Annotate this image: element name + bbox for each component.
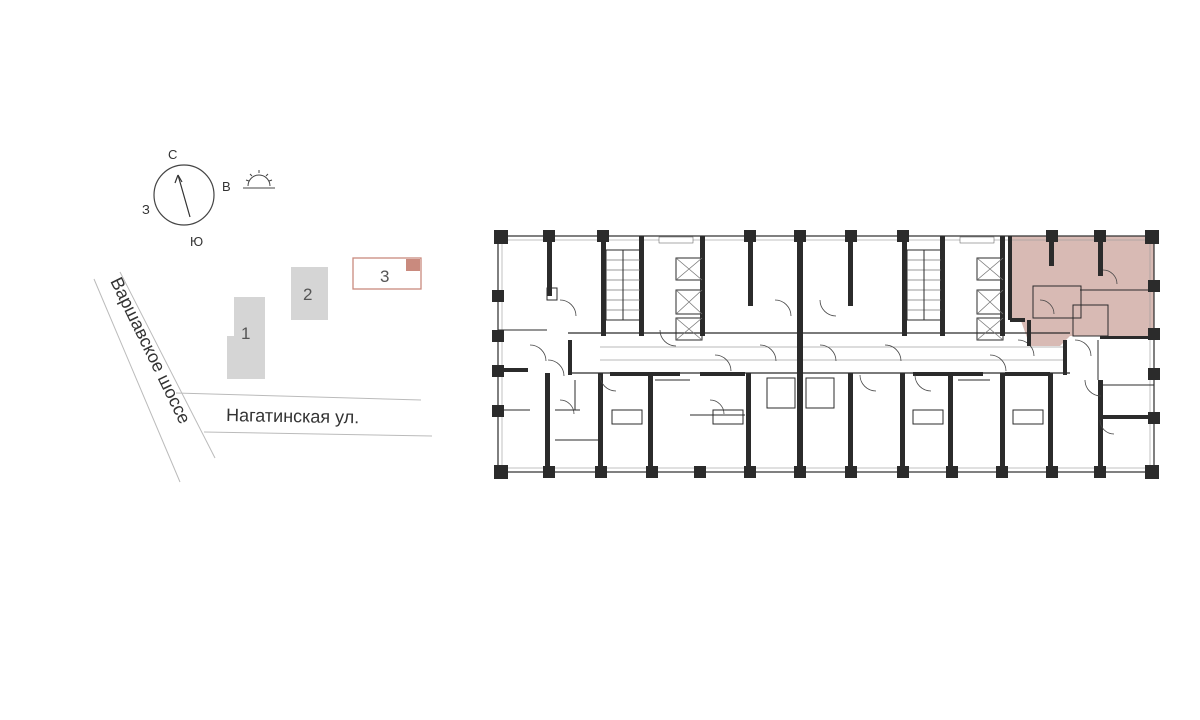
road-edge <box>203 431 433 437</box>
compass-west-label: З <box>142 202 150 217</box>
stair-core-left <box>605 249 641 321</box>
building-1-label: 1 <box>241 324 250 343</box>
road-label-nagatinskaya: Нагатинская ул. <box>226 405 360 427</box>
elevator-core-right <box>976 257 1004 341</box>
stair-core-right <box>906 249 942 321</box>
sunrise-icon <box>243 170 275 189</box>
elevator-signs <box>658 236 995 244</box>
selected-apartment[interactable] <box>1010 236 1154 346</box>
selected-apartment-walls <box>1008 236 1102 346</box>
building-3-label: 3 <box>380 267 389 286</box>
selected-unit-marker <box>406 259 420 271</box>
compass-needle <box>177 174 191 218</box>
road-edge <box>93 278 181 483</box>
compass-arrow-icon <box>174 174 183 184</box>
compass: С В Ю З <box>142 147 275 249</box>
road-edge <box>119 271 216 459</box>
floor-plan <box>492 230 1160 479</box>
compass-north-label: С <box>168 147 177 162</box>
partition-walls <box>498 236 1154 472</box>
site-plan: Варшавское шоссе Нагатинская ул. 1 2 3 <box>93 257 433 483</box>
building-2-label: 2 <box>303 285 312 304</box>
room-lines <box>498 285 1154 441</box>
building-2[interactable]: 2 <box>291 267 328 320</box>
compass-ring <box>153 164 215 226</box>
road-label-varshavskoe: Варшавское шоссе <box>106 274 194 427</box>
door-swings <box>529 269 1118 435</box>
road-edge <box>175 392 422 401</box>
elevator-core-left <box>675 257 703 341</box>
building-3[interactable]: 3 <box>352 257 422 290</box>
building-outline <box>497 235 1155 473</box>
building-1[interactable]: 1 <box>227 297 265 379</box>
compass-east-label: В <box>222 179 231 194</box>
building-inner-outline <box>501 239 1151 469</box>
compass-south-label: Ю <box>190 234 203 249</box>
